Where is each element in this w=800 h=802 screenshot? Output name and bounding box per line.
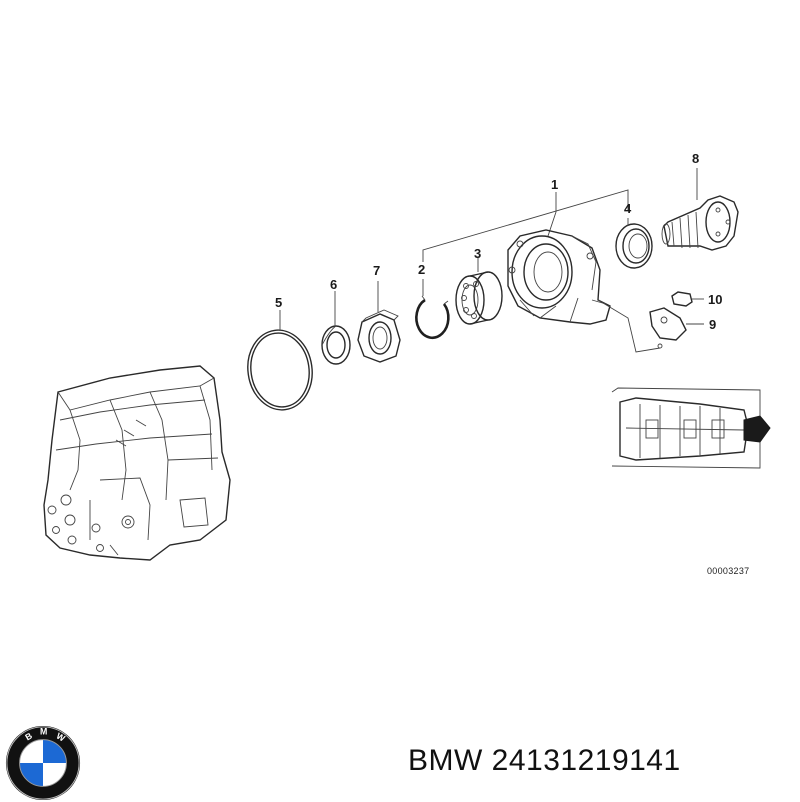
callout-7: 7 <box>373 263 381 278</box>
callout-6: 6 <box>330 277 338 292</box>
part-2-circlip <box>415 279 450 339</box>
part-4-shaft-seal <box>615 218 653 269</box>
callout-10: 10 <box>708 292 723 307</box>
part-1-output-housing <box>507 229 661 353</box>
part-8-output-flange <box>661 168 739 251</box>
callout-4: 4 <box>624 201 632 216</box>
callout-9: 9 <box>709 317 717 332</box>
callout-8: 8 <box>692 151 700 166</box>
callout-bracket <box>422 189 629 262</box>
part-6-seal-ring <box>321 291 351 365</box>
callout-5: 5 <box>275 295 283 310</box>
svg-text:M: M <box>40 727 47 737</box>
diagram-reference-code: 00003237 <box>707 566 750 576</box>
bmw-roundel-icon: B M W <box>5 725 81 801</box>
transmission-case-drawing <box>43 365 231 561</box>
callout-1: 1 <box>551 177 559 192</box>
callout-2: 2 <box>418 262 426 277</box>
svg-text:B: B <box>23 730 33 742</box>
transmission-overview-inset <box>611 387 771 469</box>
callout-3: 3 <box>474 246 482 261</box>
part-10-bolt <box>671 291 704 307</box>
part-9-bracket <box>649 307 704 349</box>
part-number-caption: BMW 24131219141 <box>408 744 681 777</box>
part-5-o-ring <box>247 310 313 411</box>
part-7-flange-nut <box>357 281 401 363</box>
part-3-ball-bearing <box>455 258 503 325</box>
